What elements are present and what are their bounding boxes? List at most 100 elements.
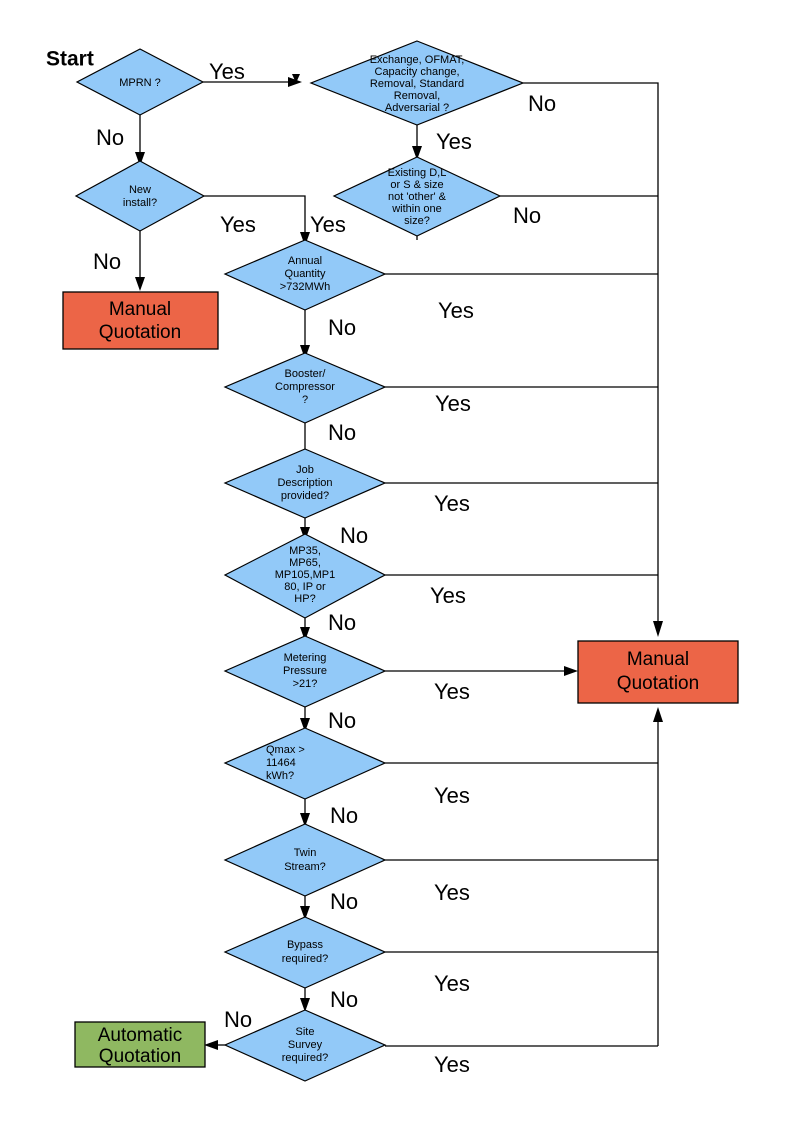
- edge-exchange-no: [523, 82, 659, 633]
- label-existing-yes: Yes: [310, 212, 346, 237]
- node-new-install-line-0: New: [129, 184, 151, 196]
- node-mprn[interactable]: MPRN ?: [75, 48, 205, 116]
- node-manual-left-line-0: Manual: [109, 299, 171, 320]
- label-mprn-yes: Yes: [209, 59, 245, 84]
- node-mp-types-line-4: HP?: [294, 593, 315, 605]
- node-exchange-line-1: Capacity change,: [375, 66, 460, 78]
- label-mp-types-no: No: [328, 610, 356, 635]
- node-qmax-line-0: Qmax >: [266, 744, 305, 756]
- label-job-description-yes: Yes: [434, 491, 470, 516]
- node-site-survey-line-2: required?: [282, 1052, 328, 1064]
- node-exchange-line-2: Removal, Standard: [370, 78, 464, 90]
- node-manual-right-line-0: Manual: [627, 649, 689, 670]
- node-bypass-line-0: Bypass: [287, 939, 324, 951]
- node-metering-pressure-line-2: >21?: [293, 678, 318, 690]
- label-annual-quantity-no: No: [328, 315, 356, 340]
- node-mprn-line-0: MPRN ?: [119, 77, 161, 89]
- arrowhead-exchange-yes: [412, 146, 422, 160]
- edge-new-install-yes: [204, 195, 306, 238]
- node-job-description-line-0: Job: [296, 464, 314, 476]
- node-existing-line-2: not 'other' &: [388, 191, 447, 203]
- node-mp-types-line-0: MP35,: [289, 545, 321, 557]
- node-existing-line-1: or S & size: [390, 179, 443, 191]
- node-twin-stream[interactable]: Twin Stream?: [223, 823, 387, 897]
- node-exchange-line-4: Adversarial ?: [385, 102, 449, 114]
- edge-label-layer: Yes No No Yes Yes No No Yes Yes No Yes N…: [93, 59, 556, 1077]
- node-existing-line-0: Existing D,L: [388, 167, 447, 179]
- node-automatic-line-1: Quotation: [99, 1046, 181, 1067]
- node-site-survey[interactable]: Site Survey required?: [223, 1009, 387, 1082]
- node-mp-types[interactable]: MP35, MP65, MP105,MP1 80, IP or HP?: [223, 533, 387, 619]
- node-annual-quantity[interactable]: Annual Quantity >732MWh: [223, 239, 387, 311]
- arrowhead-trunk-into-manual: [653, 621, 663, 637]
- node-manual-right-line-1: Quotation: [617, 673, 699, 694]
- node-existing-line-4: size?: [404, 215, 430, 227]
- label-annual-quantity-yes: Yes: [438, 298, 474, 323]
- node-mp-types-line-1: MP65,: [289, 557, 321, 569]
- label-booster-yes: Yes: [435, 391, 471, 416]
- node-metering-pressure[interactable]: Metering Pressure >21?: [223, 635, 387, 708]
- arrowhead-metering-pressure-yes: [564, 666, 578, 676]
- node-manual-left-line-1: Quotation: [99, 322, 181, 343]
- start-label: Start: [46, 48, 94, 71]
- node-exchange-line-0: Exchange, OFMAT,: [370, 54, 465, 66]
- label-qmax-yes: Yes: [434, 783, 470, 808]
- node-manual-quotation-left[interactable]: Manual Quotation: [62, 291, 219, 350]
- label-mprn-no: No: [96, 125, 124, 150]
- node-annual-quantity-line-2: >732MWh: [280, 281, 330, 293]
- node-booster-line-0: Booster/: [285, 368, 327, 380]
- node-site-survey-line-0: Site: [296, 1026, 315, 1038]
- arrowhead-mprn-no: [135, 152, 145, 166]
- label-bypass-yes: Yes: [434, 971, 470, 996]
- node-bypass[interactable]: Bypass required?: [223, 916, 387, 989]
- arrowhead-new-install-no: [135, 277, 145, 291]
- label-metering-pressure-yes: Yes: [434, 679, 470, 704]
- node-exchange-line-3: Removal,: [394, 90, 440, 102]
- label-mp-types-yes: Yes: [430, 583, 466, 608]
- arrowhead-new-install-yes: [300, 232, 310, 246]
- node-existing-line-3: within one: [391, 203, 442, 215]
- label-new-install-yes: Yes: [220, 212, 256, 237]
- label-site-survey-no: No: [224, 1007, 252, 1032]
- node-mp-types-line-2: MP105,MP1: [275, 569, 336, 581]
- node-new-install[interactable]: New install?: [74, 160, 206, 232]
- label-new-install-no: No: [93, 249, 121, 274]
- node-job-description-line-1: Description: [277, 477, 332, 489]
- node-automatic-quotation[interactable]: Automatic Quotation: [74, 1021, 206, 1068]
- arrowhead-bottom-trunk: [653, 707, 663, 722]
- arrowhead-metering-pressure-no: [300, 718, 310, 732]
- label-twin-stream-no: No: [330, 889, 358, 914]
- node-booster-line-1: Compressor: [275, 381, 335, 393]
- label-exchange-no: No: [528, 91, 556, 116]
- node-qmax-line-1: 11464: [266, 757, 296, 769]
- arrowhead-annual-quantity-no: [300, 345, 310, 359]
- node-booster[interactable]: Booster/ Compressor ?: [223, 352, 387, 424]
- node-exchange[interactable]: Exchange, OFMAT, Capacity change, Remova…: [309, 40, 525, 126]
- arrowhead-qmax-no: [300, 813, 310, 827]
- label-qmax-no: No: [330, 803, 358, 828]
- node-annual-quantity-line-0: Annual: [288, 255, 322, 267]
- label-bypass-no: No: [330, 987, 358, 1012]
- node-qmax-line-2: kWh?: [266, 770, 294, 782]
- label-twin-stream-yes: Yes: [434, 880, 470, 905]
- node-manual-quotation-right[interactable]: Manual Quotation: [577, 640, 739, 704]
- node-metering-pressure-line-1: Pressure: [283, 665, 327, 677]
- node-site-survey-line-1: Survey: [288, 1039, 323, 1051]
- node-qmax[interactable]: Qmax > 11464 kWh?: [223, 727, 387, 800]
- label-job-description-no: No: [340, 523, 368, 548]
- arrowhead-mprn-yes: [288, 77, 302, 87]
- label-metering-pressure-no: No: [328, 708, 356, 733]
- node-twin-stream-line-1: Stream?: [284, 861, 326, 873]
- label-existing-no: No: [513, 203, 541, 228]
- node-annual-quantity-line-1: Quantity: [285, 268, 326, 280]
- label-booster-no: No: [328, 420, 356, 445]
- arrowhead-mp-types-no: [300, 627, 310, 641]
- node-job-description[interactable]: Job Description provided?: [223, 448, 387, 519]
- node-mp-types-line-3: 80, IP or: [284, 581, 326, 593]
- label-exchange-yes: Yes: [436, 129, 472, 154]
- arrowhead-bypass-no: [300, 998, 310, 1012]
- node-existing[interactable]: Existing D,L or S & size not 'other' & w…: [332, 156, 502, 237]
- label-site-survey-yes: Yes: [434, 1052, 470, 1077]
